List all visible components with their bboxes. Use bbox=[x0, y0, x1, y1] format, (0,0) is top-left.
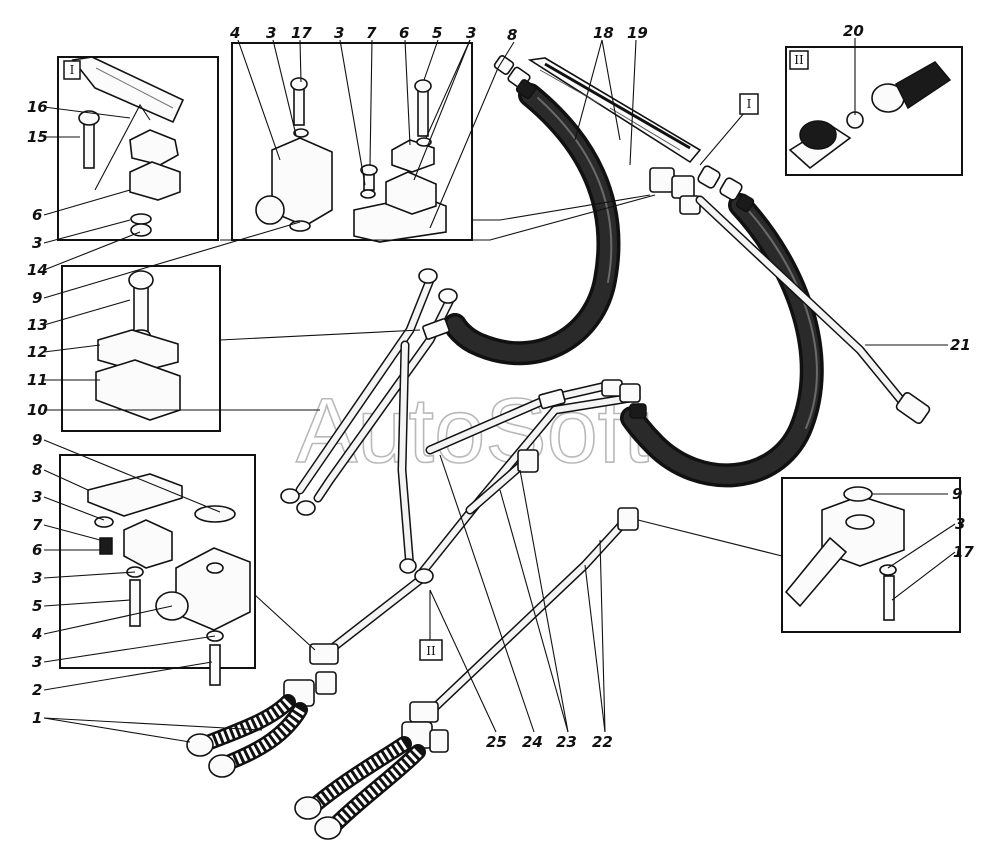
callout-label: 6 bbox=[32, 206, 42, 224]
callout-label: 1 bbox=[32, 709, 42, 727]
callout-label: 2 bbox=[32, 681, 42, 699]
inset-right-parts bbox=[784, 486, 905, 621]
callout-label: 25 bbox=[486, 733, 507, 751]
marker-I-label: I bbox=[747, 97, 752, 111]
inset-II-parts bbox=[788, 61, 952, 170]
callout-label: 3 bbox=[32, 569, 42, 587]
pipe-21 bbox=[695, 195, 931, 425]
callout-label: 18 bbox=[593, 24, 614, 42]
callout-label: 20 bbox=[843, 22, 864, 40]
callout-label: 5 bbox=[32, 597, 42, 615]
callout-label: 10 bbox=[27, 401, 48, 419]
callout-label: 3 bbox=[266, 24, 276, 42]
callout-label: 13 bbox=[27, 316, 48, 334]
inset-top-parts bbox=[255, 77, 447, 243]
fitting-cluster-top-left bbox=[493, 55, 537, 99]
callout-labels-right: 21 9 3 17 bbox=[950, 336, 974, 561]
callout-label: 3 bbox=[32, 234, 42, 252]
hose-set-1 bbox=[186, 671, 337, 778]
callout-label: 9 bbox=[952, 485, 962, 503]
inset-frame-right bbox=[781, 477, 961, 633]
callout-label: 3 bbox=[466, 24, 476, 42]
callout-label: 22 bbox=[592, 733, 613, 751]
marker-I-upper-left: I bbox=[63, 60, 81, 80]
inset-frame-II bbox=[785, 46, 963, 176]
marker-II-center: II bbox=[419, 639, 443, 661]
callout-label: 16 bbox=[27, 98, 48, 116]
inset-frame-I bbox=[57, 56, 219, 241]
callout-label: 7 bbox=[32, 516, 43, 534]
callout-label: 19 bbox=[627, 24, 648, 42]
hose-18-upper bbox=[443, 83, 621, 366]
callout-label: 3 bbox=[334, 24, 344, 42]
callout-label: 6 bbox=[32, 541, 42, 559]
callout-labels-left: 16 15 6 3 14 9 13 12 11 10 9 8 3 7 6 3 5… bbox=[27, 98, 48, 727]
marker-II-label: II bbox=[426, 644, 436, 658]
callout-labels-top: 4 3 17 3 7 6 5 3 8 18 19 20 bbox=[229, 22, 864, 44]
callout-label: 6 bbox=[399, 24, 409, 42]
callout-label: 3 bbox=[955, 515, 965, 533]
hose-19-lower bbox=[620, 193, 824, 488]
inset-frame-clamp bbox=[61, 265, 221, 432]
callout-label: 14 bbox=[27, 261, 48, 279]
inset-block-parts bbox=[87, 473, 251, 686]
callout-label: 8 bbox=[32, 461, 42, 479]
inset-I-parts bbox=[71, 56, 185, 237]
callout-label: 12 bbox=[27, 343, 48, 361]
marker-I-label: I bbox=[70, 63, 75, 77]
inset-clamp-parts bbox=[95, 270, 181, 421]
callout-label: 17 bbox=[953, 543, 974, 561]
callout-label: 4 bbox=[229, 24, 240, 42]
callout-label: 23 bbox=[556, 733, 577, 751]
callout-label: 8 bbox=[507, 26, 517, 44]
callout-label: 7 bbox=[366, 24, 377, 42]
callout-label: 17 bbox=[291, 24, 312, 42]
marker-II-label: II bbox=[794, 53, 804, 67]
callout-label: 3 bbox=[32, 653, 42, 671]
callout-label: 4 bbox=[31, 625, 42, 643]
callout-label: 5 bbox=[432, 24, 442, 42]
callout-label: 15 bbox=[27, 128, 48, 146]
hose-set-22 bbox=[294, 721, 449, 840]
marker-II-upper-right: II bbox=[789, 50, 809, 70]
callout-labels-bottom: 25 24 23 22 bbox=[486, 733, 613, 751]
inset-frame-block bbox=[59, 454, 256, 669]
callout-label: 24 bbox=[522, 733, 543, 751]
fitting-cluster-top-right bbox=[649, 165, 755, 215]
callout-label: 11 bbox=[27, 371, 48, 389]
callout-label: 9 bbox=[32, 431, 42, 449]
marker-I-right: I bbox=[739, 93, 759, 115]
leader-lines bbox=[43, 38, 956, 743]
callout-label: 21 bbox=[950, 336, 971, 354]
callout-label: 9 bbox=[32, 289, 42, 307]
callout-label: 3 bbox=[32, 488, 42, 506]
